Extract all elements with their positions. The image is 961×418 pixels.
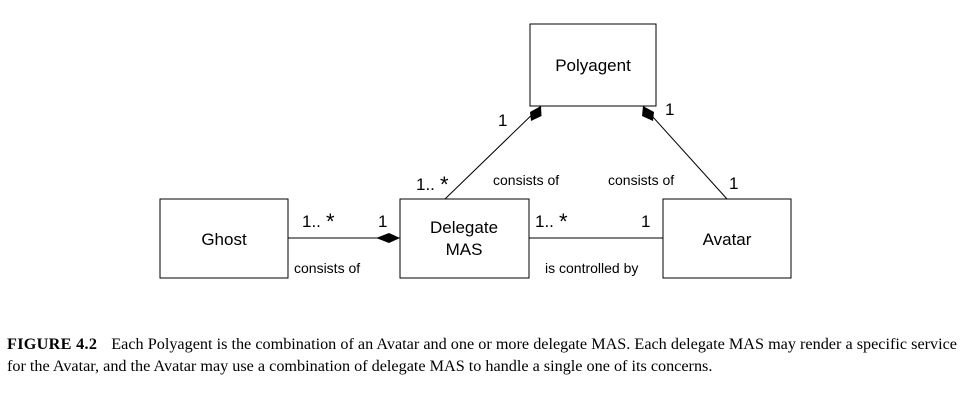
mult-delegate-avatar-delegate: 1.. (535, 212, 554, 231)
class-polyagent-label: Polyagent (555, 56, 631, 75)
edge-polyagent-delegate (444, 105, 542, 200)
figure-caption-label: FIGURE 4.2 (7, 335, 98, 353)
rel-delegate-avatar-label: is controlled by (545, 260, 638, 276)
mult-delegate-avatar-avatar: 1 (641, 212, 650, 231)
class-polyagent: Polyagent (529, 23, 657, 107)
mult-delegate-avatar-delegate-star: * (559, 209, 568, 234)
class-delegate-mas: Delegate MAS (399, 198, 530, 279)
class-avatar: Avatar (662, 198, 792, 279)
mult-polyagent-delegate-polyagent: 1 (498, 111, 507, 130)
mult-polyagent-avatar-polyagent: 1 (665, 100, 674, 119)
class-delegate-label-line1: Delegate (430, 218, 498, 237)
mult-ghost-delegate-delegate: 1 (378, 212, 387, 231)
uml-class-diagram: Polyagent Ghost Delegate MAS Avatar 1 1.… (159, 23, 792, 279)
rel-ghost-delegate-label: consists of (294, 260, 360, 276)
class-ghost: Ghost (159, 198, 289, 279)
rel-polyagent-delegate-label: consists of (493, 172, 559, 188)
class-avatar-label: Avatar (703, 230, 752, 249)
class-ghost-label: Ghost (201, 230, 247, 249)
figure-caption-text: Each Polyagent is the combination of an … (7, 335, 957, 375)
mult-ghost-delegate-ghost-star: * (326, 209, 335, 234)
composition-diamond-polyagent-delegate (530, 106, 542, 121)
mult-ghost-delegate-ghost: 1.. (302, 212, 321, 231)
mult-polyagent-avatar-avatar: 1 (729, 174, 738, 193)
composition-diamond-polyagent-avatar (642, 106, 654, 121)
mult-polyagent-delegate-delegate: 1.. (416, 175, 435, 194)
class-delegate-label-line2: MAS (446, 240, 483, 259)
composition-diamond-ghost-delegate (376, 233, 400, 243)
mult-polyagent-delegate-delegate-star: * (440, 172, 449, 197)
rel-polyagent-avatar-label: consists of (608, 172, 674, 188)
edge-polyagent-avatar (642, 105, 728, 200)
